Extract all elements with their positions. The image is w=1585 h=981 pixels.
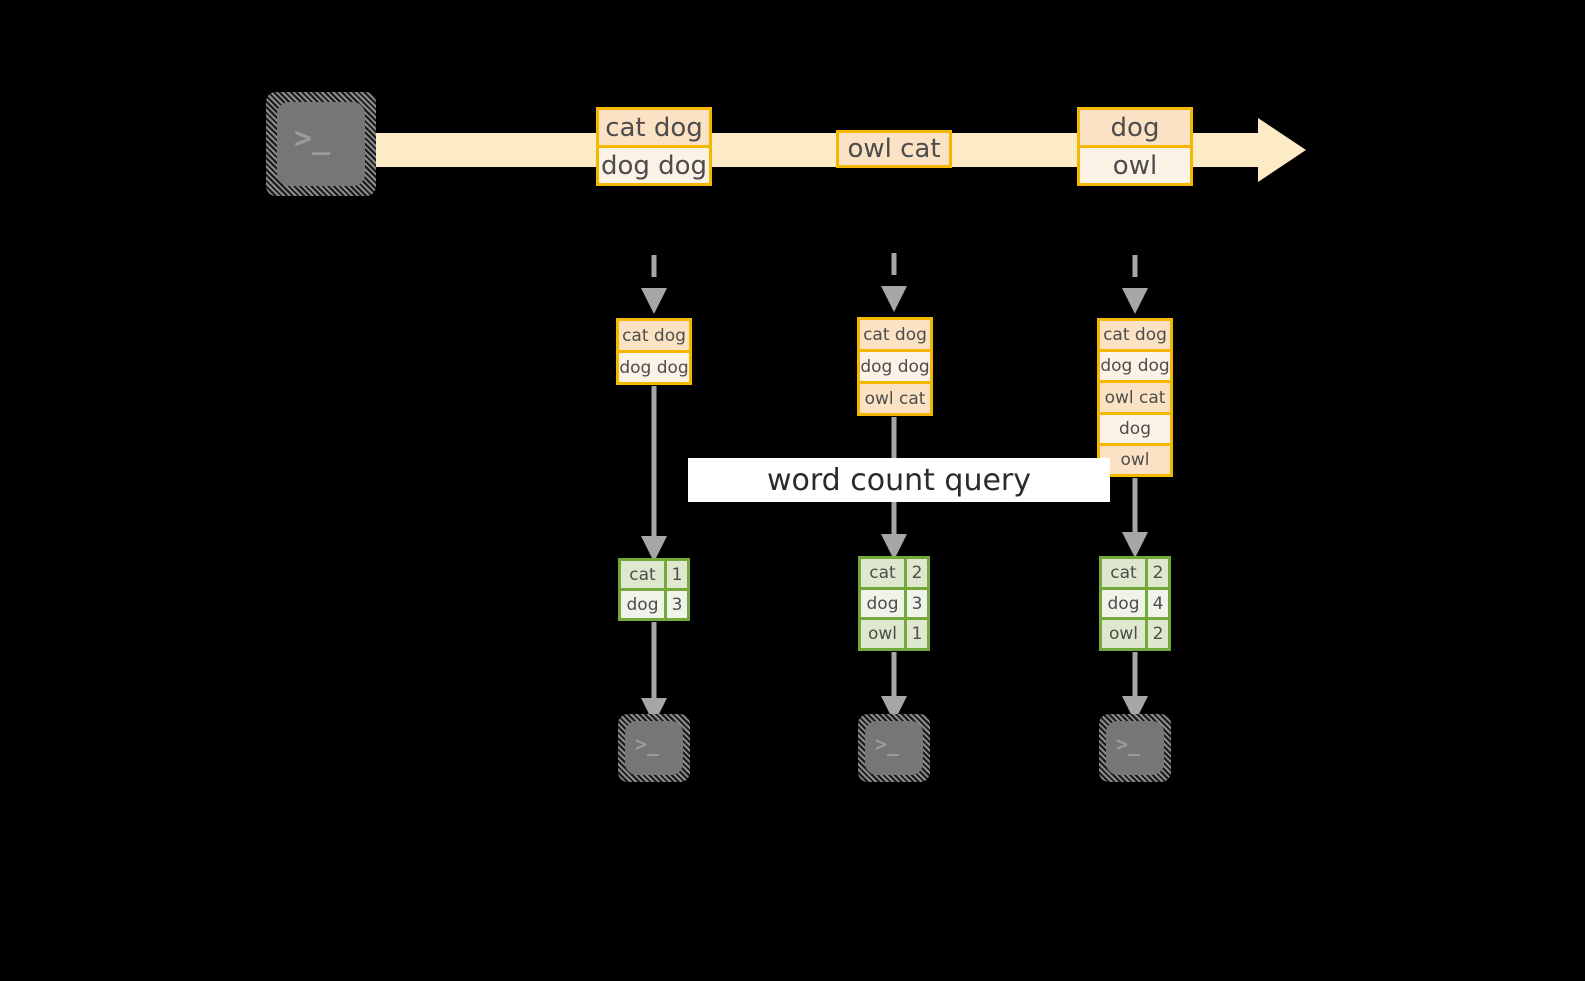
table-cell-word: owl [867, 624, 898, 645]
table-cell-word: dog [866, 593, 899, 614]
terminal-prompt-glyph: >_ [635, 732, 660, 756]
terminal-prompt-glyph: >_ [1116, 732, 1141, 756]
state-row: owl cat [860, 381, 930, 413]
table-cell-word: owl [1108, 624, 1139, 645]
result-to-sink-arrow-2 [881, 652, 907, 722]
table-row: owl 2 [1102, 617, 1168, 649]
table-row: dog 4 [1102, 586, 1168, 618]
state-to-result-arrow-3 [1122, 478, 1148, 558]
stream-record-group-2[interactable]: owl cat [836, 130, 952, 168]
table-cell-count: 4 [1145, 589, 1168, 618]
result-table-2[interactable]: cat 2 dog 3 owl 1 [858, 556, 930, 651]
terminal-prompt-glyph: >_ [294, 121, 331, 156]
state-row: dog dog [1100, 349, 1170, 381]
table-cell-word: dog [626, 594, 659, 615]
state-row: cat dog [1100, 321, 1170, 350]
state-row: dog dog [619, 350, 689, 382]
table-cell-count: 3 [664, 591, 687, 618]
stream-record-row: cat dog [599, 110, 709, 145]
stream-record-group-1[interactable]: cat dog dog dog [596, 107, 712, 186]
stream-record-group-3[interactable]: dog owl [1077, 107, 1193, 186]
table-row: dog 3 [861, 586, 927, 618]
table-row: owl 1 [861, 617, 927, 649]
stream-to-state-arrow-2 [881, 253, 907, 312]
table-cell-word: cat [869, 562, 896, 583]
result-to-sink-arrow-1 [641, 622, 667, 724]
terminal-plate [1106, 721, 1164, 775]
stream-record-row: owl [1080, 145, 1190, 183]
table-cell-count: 2 [904, 559, 927, 587]
table-row: cat 2 [1102, 559, 1168, 587]
result-table-1[interactable]: cat 1 dog 3 [618, 558, 690, 621]
terminal-prompt-glyph: >_ [875, 732, 900, 756]
state-row: owl [1100, 442, 1170, 475]
table-row: cat 2 [861, 559, 927, 587]
terminal-plate [277, 102, 365, 186]
sink-terminal-icon-1[interactable]: >_ [618, 714, 690, 782]
state-box-2[interactable]: cat dog dog dog owl cat [857, 317, 933, 416]
state-row: cat dog [860, 320, 930, 349]
terminal-plate [625, 721, 683, 775]
stream-record-row: owl cat [839, 133, 949, 165]
table-row: cat 1 [621, 561, 687, 588]
table-cell-word: dog [1107, 593, 1140, 614]
state-row: dog [1100, 411, 1170, 443]
source-terminal-icon[interactable]: >_ [266, 92, 376, 196]
stream-to-state-arrow-3 [1122, 255, 1148, 314]
stream-to-state-arrow-1 [641, 255, 667, 314]
table-row: dog 3 [621, 588, 687, 618]
result-to-sink-arrow-3 [1122, 652, 1148, 722]
table-cell-count: 2 [1145, 620, 1168, 649]
table-cell-count: 1 [904, 620, 927, 649]
table-cell-word: cat [1110, 562, 1137, 583]
state-row: cat dog [619, 321, 689, 350]
stream-record-row: dog dog [599, 145, 709, 183]
table-cell-count: 1 [664, 561, 687, 588]
state-box-3[interactable]: cat dog dog dog owl cat dog owl [1097, 318, 1173, 477]
sink-terminal-icon-2[interactable]: >_ [858, 714, 930, 782]
table-cell-word: cat [629, 564, 656, 585]
sink-terminal-icon-3[interactable]: >_ [1099, 714, 1171, 782]
state-row: owl cat [1100, 380, 1170, 412]
terminal-plate [865, 721, 923, 775]
result-table-3[interactable]: cat 2 dog 4 owl 2 [1099, 556, 1171, 651]
state-row: dog dog [860, 349, 930, 381]
table-cell-count: 3 [904, 589, 927, 618]
table-cell-count: 2 [1145, 559, 1168, 587]
state-to-result-arrow-1 [641, 386, 667, 562]
state-box-1[interactable]: cat dog dog dog [616, 318, 692, 385]
stream-record-row: dog [1080, 110, 1190, 145]
query-label: word count query [688, 458, 1110, 502]
